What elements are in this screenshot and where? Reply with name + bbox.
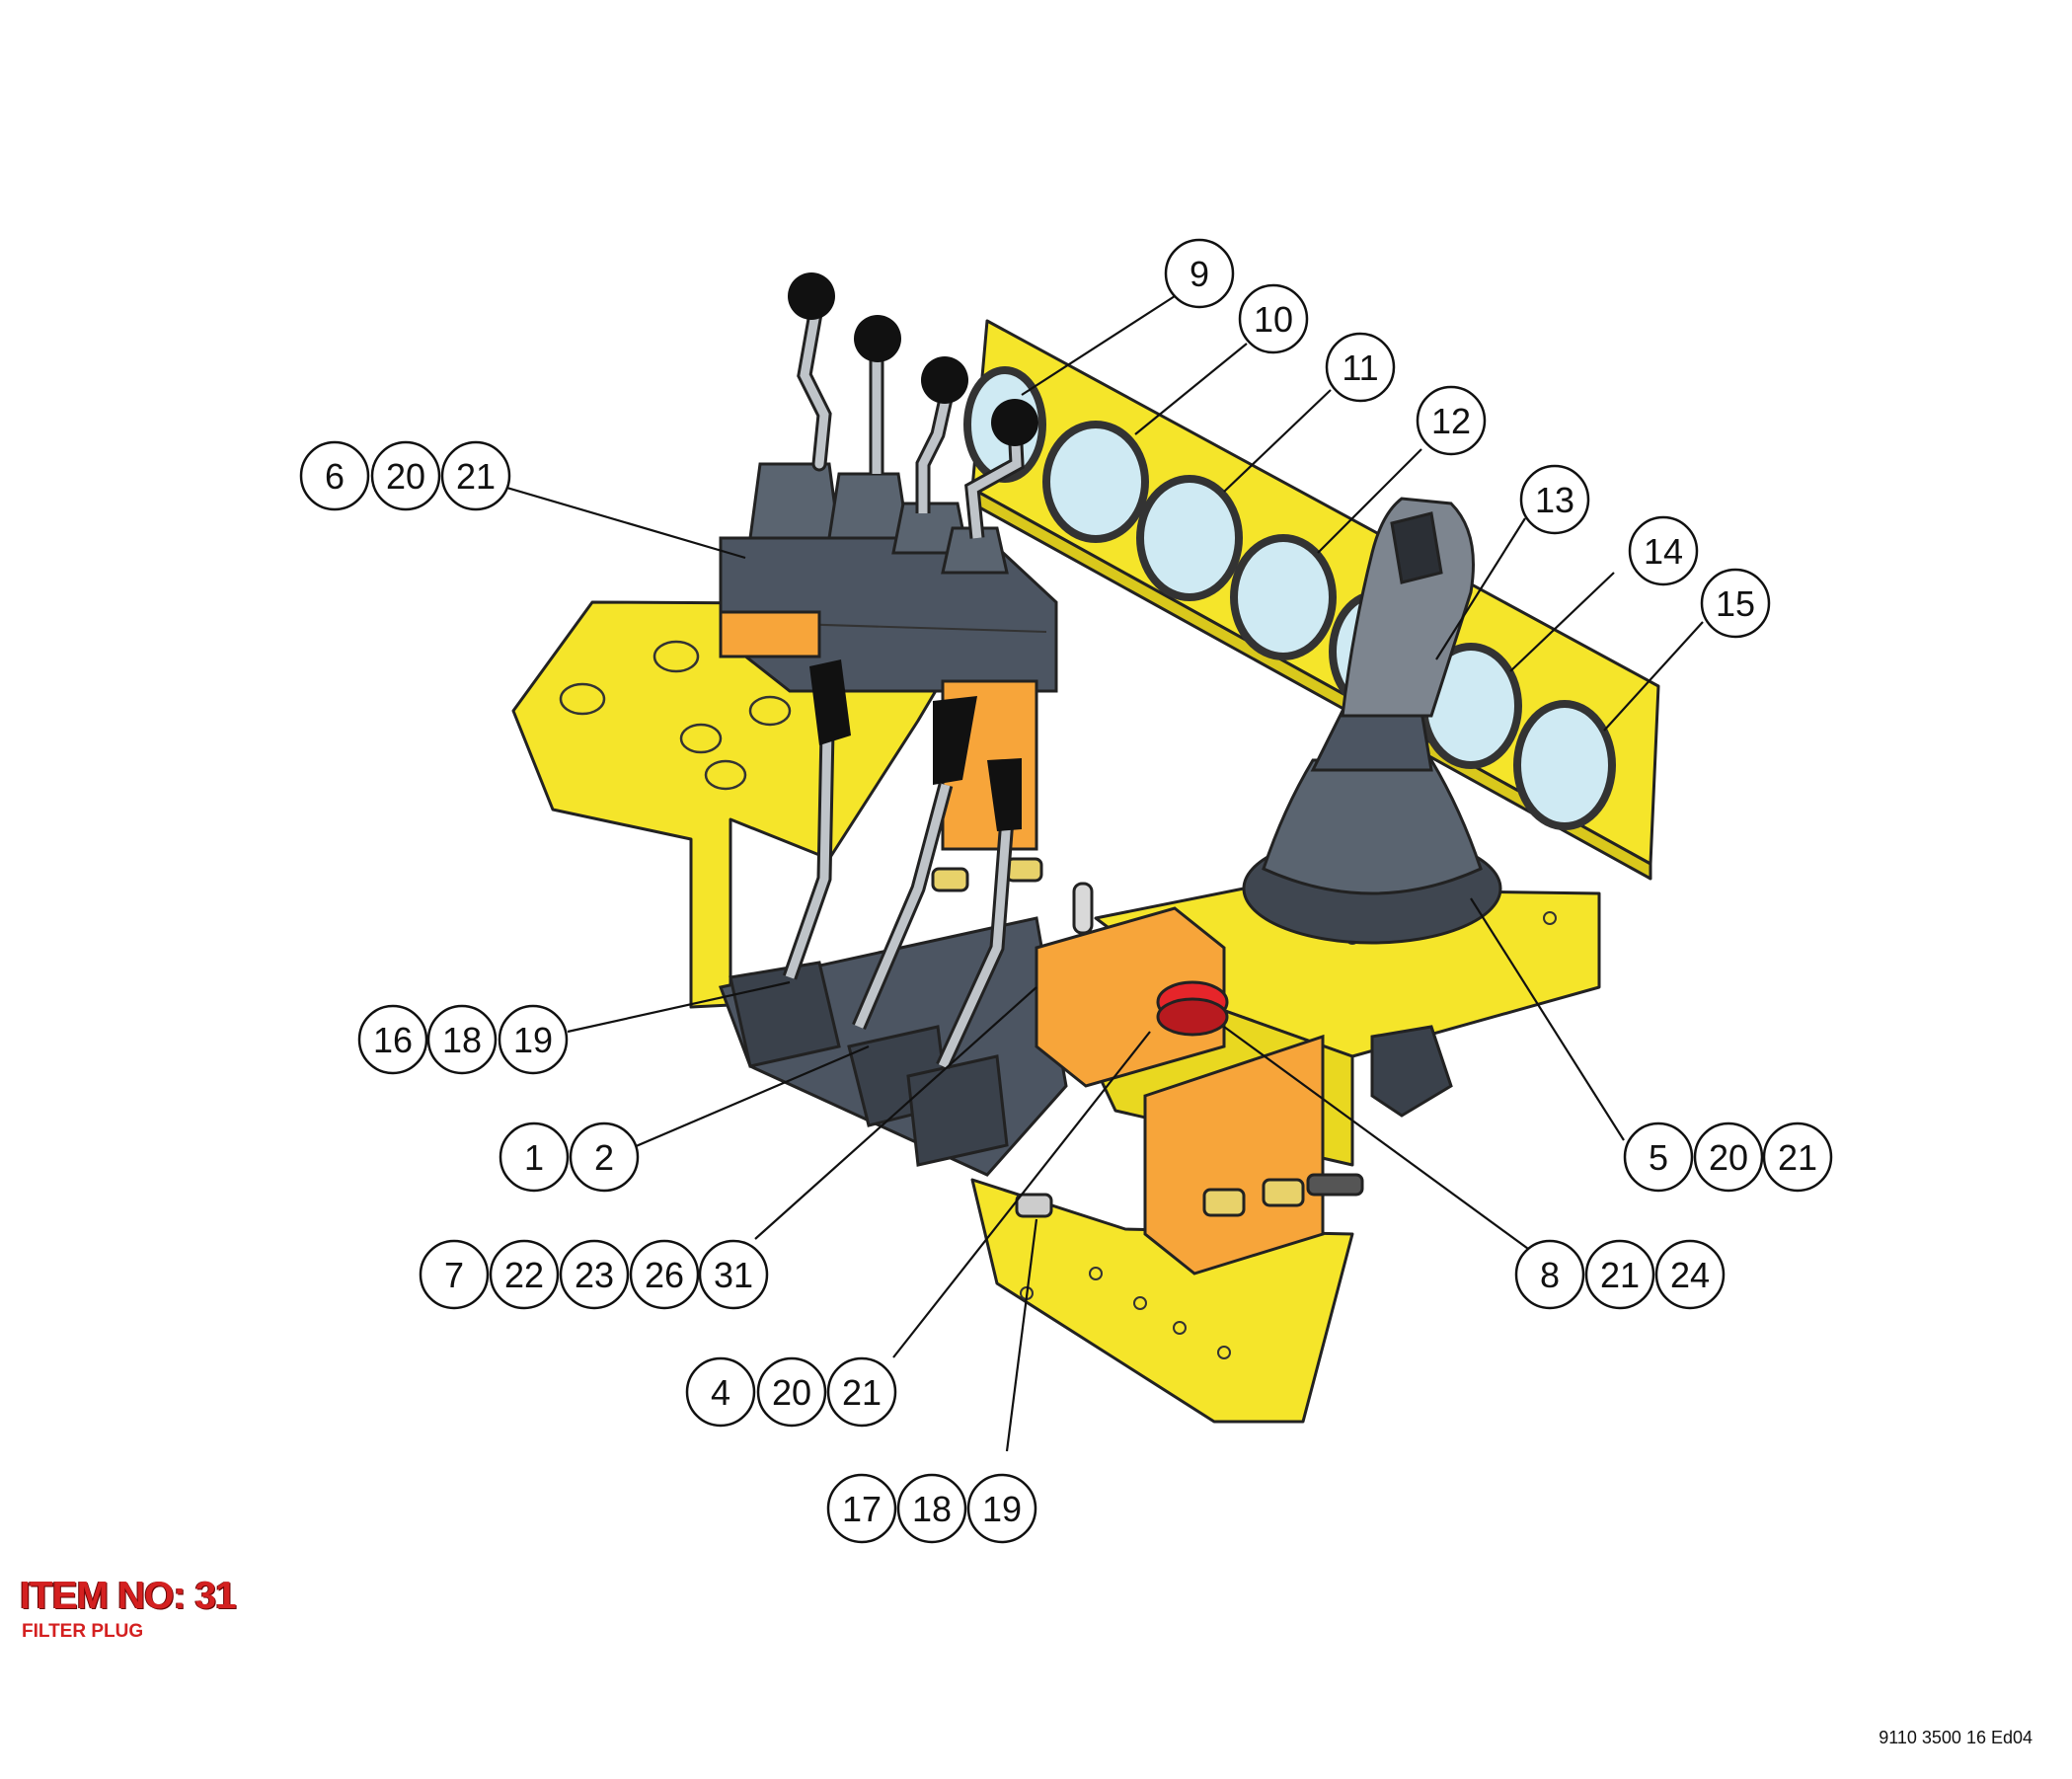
callout-10: 10 bbox=[1238, 283, 1309, 354]
svg-text:24: 24 bbox=[1670, 1255, 1710, 1295]
gauge-11 bbox=[1136, 475, 1243, 601]
svg-text:5: 5 bbox=[1649, 1137, 1668, 1178]
svg-text:2: 2 bbox=[594, 1137, 614, 1178]
svg-text:26: 26 bbox=[645, 1255, 684, 1295]
item-description: FILTER PLUG bbox=[22, 1621, 144, 1642]
callout-4-20-21: 4 20 21 bbox=[685, 1356, 897, 1428]
svg-text:21: 21 bbox=[842, 1372, 882, 1413]
svg-text:8: 8 bbox=[1540, 1255, 1560, 1295]
front-levers bbox=[782, 659, 1022, 1070]
svg-text:22: 22 bbox=[504, 1255, 544, 1295]
callout-16-18-19: 16 18 19 bbox=[357, 1004, 569, 1075]
joystick bbox=[1242, 497, 1502, 945]
svg-text:14: 14 bbox=[1644, 531, 1683, 572]
leader-lines bbox=[493, 295, 1704, 1452]
document-reference: 9110 3500 16 Ed04 bbox=[1879, 1728, 2033, 1747]
callout-7-22-23-26-31: 7 22 23 26 31 bbox=[419, 1239, 769, 1310]
gauges bbox=[963, 366, 1616, 830]
callout-9: 9 bbox=[1164, 238, 1235, 309]
svg-text:4: 4 bbox=[711, 1372, 730, 1413]
svg-text:9: 9 bbox=[1189, 254, 1209, 294]
svg-text:18: 18 bbox=[442, 1020, 482, 1060]
svg-text:12: 12 bbox=[1431, 401, 1471, 441]
callout-8-21-24: 8 21 24 bbox=[1514, 1239, 1726, 1310]
gauge-12 bbox=[1230, 534, 1337, 660]
rear-levers bbox=[788, 272, 1038, 539]
svg-text:13: 13 bbox=[1535, 480, 1574, 520]
svg-text:18: 18 bbox=[912, 1489, 952, 1529]
svg-text:17: 17 bbox=[842, 1489, 882, 1529]
svg-text:7: 7 bbox=[444, 1255, 464, 1295]
svg-text:20: 20 bbox=[772, 1372, 811, 1413]
callout-13: 13 bbox=[1519, 464, 1590, 535]
svg-text:10: 10 bbox=[1254, 299, 1293, 340]
svg-text:11: 11 bbox=[1342, 348, 1378, 388]
callout-11: 11 bbox=[1325, 332, 1396, 403]
gauge-10 bbox=[1042, 421, 1149, 543]
svg-text:31: 31 bbox=[714, 1255, 753, 1295]
callout-5-20-21: 5 20 21 bbox=[1623, 1122, 1833, 1193]
svg-text:1: 1 bbox=[524, 1137, 544, 1178]
gauge-15 bbox=[1513, 700, 1616, 830]
svg-text:6: 6 bbox=[325, 456, 345, 497]
svg-text:21: 21 bbox=[1600, 1255, 1640, 1295]
svg-text:20: 20 bbox=[1709, 1137, 1748, 1178]
svg-text:15: 15 bbox=[1716, 583, 1755, 624]
svg-text:16: 16 bbox=[373, 1020, 413, 1060]
callout-17-18-19: 17 18 19 bbox=[826, 1473, 1037, 1544]
callout-1-2: 1 2 bbox=[499, 1122, 640, 1193]
callout-12: 12 bbox=[1416, 385, 1487, 456]
callout-15: 15 bbox=[1700, 568, 1771, 639]
callout-6-20-21: 6 20 21 bbox=[299, 440, 511, 511]
svg-text:21: 21 bbox=[1778, 1137, 1817, 1178]
callout-14: 14 bbox=[1628, 515, 1699, 586]
svg-text:19: 19 bbox=[982, 1489, 1022, 1529]
svg-text:21: 21 bbox=[456, 456, 496, 497]
svg-text:23: 23 bbox=[575, 1255, 614, 1295]
item-number-title: ITEM NO: 31 bbox=[20, 1575, 237, 1617]
svg-text:20: 20 bbox=[386, 456, 425, 497]
svg-text:19: 19 bbox=[513, 1020, 553, 1060]
